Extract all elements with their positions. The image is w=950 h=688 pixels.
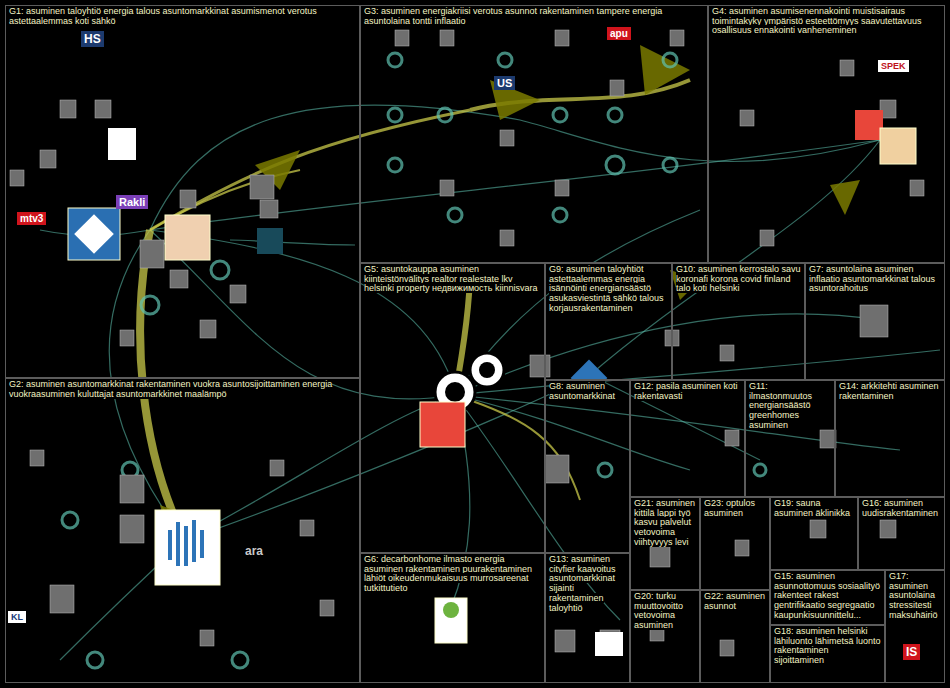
group-box: G2: asuminen asuntomarkkinat rakentamine… [5, 378, 360, 683]
logo-text: IS [903, 644, 920, 660]
group-label: G22: asuminen asunnot [704, 591, 765, 611]
group-box: G3: asuminen energiakriisi verotus asunn… [360, 5, 708, 263]
logo-text: ara [242, 543, 266, 559]
group-label-wrap: G20: turku muuttovoitto vetovoima asumin… [631, 591, 699, 631]
group-label: G19: sauna asuminen äklinikka [774, 498, 850, 518]
group-label-wrap: G4: asuminen asumisenennakointi muistisa… [709, 6, 944, 36]
group-label-wrap: G10: asuminen kerrostalo savu koronafi k… [673, 264, 804, 294]
group-label-wrap: G14: arkkitehti asuminen rakentaminen [836, 381, 944, 401]
logo-text: mtv3 [17, 212, 46, 225]
group-box: G1: asuminen taloyhtiö energia talous as… [5, 5, 360, 378]
logo-text: SPEK [878, 60, 909, 72]
group-label-wrap: G6: decarbonhome ilmasto energia asumine… [361, 554, 544, 594]
group-label: G21: asuminen kittilä lappi työ kasvu pa… [634, 498, 695, 547]
group-label: G9: asuminen taloyhtiöt astettaalemmas e… [549, 264, 664, 313]
group-label-wrap: G2: asuminen asuntomarkkinat rakentamine… [6, 379, 359, 399]
logo-text: Rakli [116, 195, 148, 209]
group-label: G23: optulos asuminen [704, 498, 755, 518]
group-box: G15: asuminen asunnottomuus sosiaalityö … [770, 570, 885, 625]
group-box: G22: asuminen asunnot [700, 590, 770, 683]
group-box: G5: asuntokauppa asuminen kiinteistönväl… [360, 263, 545, 553]
group-label: G7: asuntolaina asuminen inflaatio asunt… [809, 264, 935, 293]
group-label: G4: asuminen asumisenennakointi muistisa… [712, 6, 922, 35]
group-box: G18: asuminen helsinki lähiluonto lähime… [770, 625, 885, 683]
group-label-wrap: G17: asuminen asuntolaina stressitesti m… [886, 571, 944, 621]
group-label: G11: ilmastonmuutos energiansäästö green… [749, 381, 812, 430]
logo-text: KL [8, 611, 26, 623]
group-label-wrap: G11: ilmastonmuutos energiansäästö green… [746, 381, 834, 431]
logo-text: apu [607, 27, 631, 40]
group-box: G20: turku muuttovoitto vetovoima asumin… [630, 590, 700, 683]
group-box: G4: asuminen asumisenennakointi muistisa… [708, 5, 945, 263]
group-label: G20: turku muuttovoitto vetovoima asumin… [634, 591, 683, 630]
group-label-wrap: G15: asuminen asunnottomuus sosiaalityö … [771, 571, 884, 621]
group-label-wrap: G12: pasila asuminen koti rakentavasti [631, 381, 744, 401]
group-label-wrap: G5: asuntokauppa asuminen kiinteistönväl… [361, 264, 544, 294]
group-label: G3: asuminen energiakriisi verotus asunn… [364, 6, 662, 26]
group-label-wrap: G18: asuminen helsinki lähiluonto lähime… [771, 626, 884, 666]
group-label-wrap: G16: asuminen uudisrakentaminen [859, 498, 944, 518]
group-label-wrap: G13: asuminen cityfier kaavoitus asuntom… [546, 554, 629, 613]
group-label-wrap: G9: asuminen taloyhtiöt astettaalemmas e… [546, 264, 671, 314]
group-label: G5: asuntokauppa asuminen kiinteistönväl… [364, 264, 537, 293]
logo-text: HS [81, 31, 104, 47]
group-box: G8: asuminen asuntomarkkinat [545, 380, 630, 553]
group-box: G10: asuminen kerrostalo savu koronafi k… [672, 263, 805, 380]
group-label-wrap: G7: asuntolaina asuminen inflaatio asunt… [806, 264, 944, 294]
group-label-wrap: G3: asuminen energiakriisi verotus asunn… [361, 6, 707, 26]
group-label: G12: pasila asuminen koti rakentavasti [634, 381, 738, 401]
group-box: G17: asuminen asuntolaina stressitesti m… [885, 570, 945, 683]
group-box: G9: asuminen taloyhtiöt astettaalemmas e… [545, 263, 672, 380]
group-box: G14: arkkitehti asuminen rakentaminen [835, 380, 945, 497]
group-box: G23: optulos asuminen [700, 497, 770, 590]
group-label-wrap: G19: sauna asuminen äklinikka [771, 498, 857, 518]
group-label: G2: asuminen asuntomarkkinat rakentamine… [9, 379, 332, 399]
group-box: G11: ilmastonmuutos energiansäästö green… [745, 380, 835, 497]
group-label-wrap: G1: asuminen taloyhtiö energia talous as… [6, 6, 359, 26]
group-box: G19: sauna asuminen äklinikka [770, 497, 858, 570]
group-box: G12: pasila asuminen koti rakentavasti [630, 380, 745, 497]
group-label-wrap: G22: asuminen asunnot [701, 591, 769, 611]
group-label-wrap: G23: optulos asuminen [701, 498, 769, 518]
group-label: G6: decarbonhome ilmasto energia asumine… [364, 554, 532, 593]
group-box: G21: asuminen kittilä lappi työ kasvu pa… [630, 497, 700, 590]
group-label-wrap: G21: asuminen kittilä lappi työ kasvu pa… [631, 498, 699, 548]
group-label: G13: asuminen cityfier kaavoitus asuntom… [549, 554, 616, 613]
group-label-wrap: G8: asuminen asuntomarkkinat [546, 381, 629, 401]
group-label: G10: asuminen kerrostalo savu koronafi k… [676, 264, 801, 293]
group-label: G14: arkkitehti asuminen rakentaminen [839, 381, 939, 401]
group-label: G16: asuminen uudisrakentaminen [862, 498, 938, 518]
group-label: G1: asuminen taloyhtiö energia talous as… [9, 6, 317, 26]
group-box: G7: asuntolaina asuminen inflaatio asunt… [805, 263, 945, 380]
group-label: G18: asuminen helsinki lähiluonto lähime… [774, 626, 881, 665]
group-label: G17: asuminen asuntolaina stressitesti m… [889, 571, 938, 620]
logo-text: US [494, 76, 515, 90]
group-box: G16: asuminen uudisrakentaminen [858, 497, 945, 570]
group-label: G8: asuminen asuntomarkkinat [549, 381, 615, 401]
group-label: G15: asuminen asunnottomuus sosiaalityö … [774, 571, 880, 620]
group-box: G6: decarbonhome ilmasto energia asumine… [360, 553, 545, 683]
group-box: G13: asuminen cityfier kaavoitus asuntom… [545, 553, 630, 683]
